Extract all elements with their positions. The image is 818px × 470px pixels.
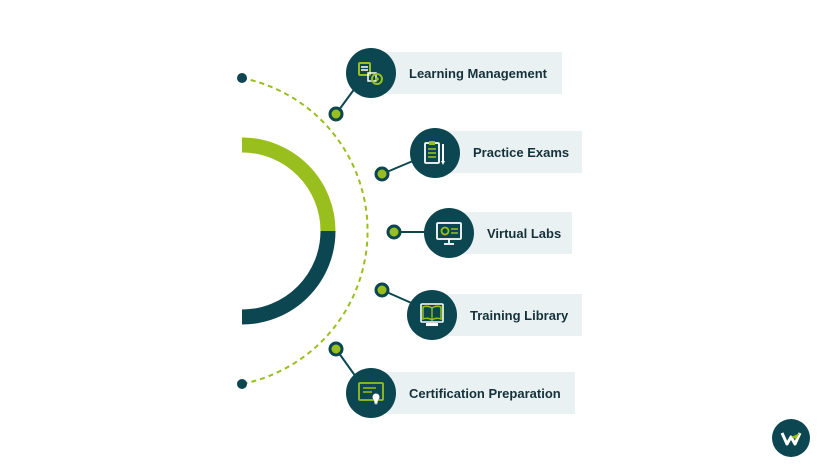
- dashed-arc: [241, 77, 369, 385]
- item-label: Certification Preparation: [409, 385, 561, 401]
- inner-ring-lime: [241, 137, 336, 232]
- certificate-icon: [346, 368, 396, 418]
- item-label-box: Virtual Labs: [452, 212, 572, 254]
- item-label: Training Library: [470, 307, 569, 323]
- item-label-box: Training Library: [434, 294, 582, 336]
- arc-node: [328, 106, 402, 357]
- item-label-box: Certification Preparation: [372, 372, 575, 414]
- open-book-icon: [407, 290, 457, 340]
- item-label-box: Learning Management: [372, 52, 562, 94]
- arc-endpoint-bottom: [237, 379, 247, 389]
- lms-gear-icon: [346, 48, 396, 98]
- item-label: Virtual Labs: [487, 225, 562, 241]
- inner-ring-teal: [241, 230, 336, 325]
- clipboard-exam-icon: [410, 128, 460, 178]
- brand-logo-icon: [772, 419, 810, 457]
- item-label-box: Practice Exams: [436, 131, 582, 173]
- item-label: Learning Management: [409, 65, 547, 81]
- item-label: Practice Exams: [473, 144, 570, 160]
- monitor-lab-icon: [424, 208, 474, 258]
- arc-endpoint-top: [237, 73, 247, 83]
